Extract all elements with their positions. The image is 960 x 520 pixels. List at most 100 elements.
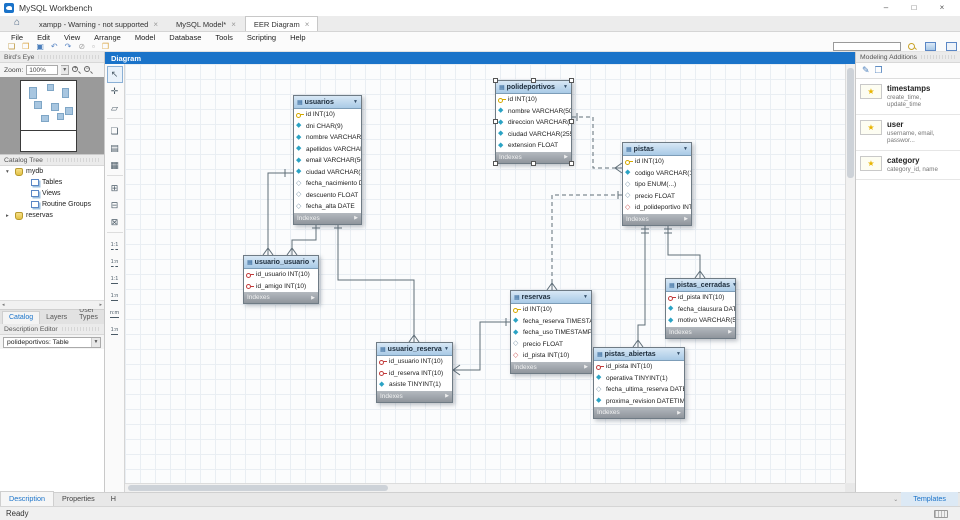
tree-item[interactable]: Views xyxy=(0,188,104,199)
collapse-icon[interactable]: ▼ xyxy=(353,99,358,105)
entity-column[interactable]: direccion VARCHAR(50) xyxy=(496,117,571,129)
toolbar-icon[interactable]: ↶ xyxy=(50,42,58,51)
toolbar-icon[interactable]: ❒ xyxy=(22,42,30,51)
toolbar-icon[interactable]: ❏ xyxy=(8,42,16,51)
tree-horizontal-scrollbar[interactable]: ◂▸ xyxy=(0,300,104,309)
diagram-canvas[interactable]: ▦ usuarios ▼ id INT(10) dni CHAR(9) xyxy=(125,64,845,483)
selection-handle[interactable] xyxy=(569,160,574,166)
collapse-icon[interactable]: ▼ xyxy=(311,259,317,265)
palette-tool[interactable]: n:m xyxy=(107,305,123,322)
entity-column[interactable]: id_pista INT(10) xyxy=(666,292,735,304)
entity-column[interactable]: email VARCHAR(50) xyxy=(294,155,361,167)
palette-tool[interactable]: ❏ xyxy=(107,123,123,140)
entity-column[interactable]: id_pista INT(10) xyxy=(594,361,684,373)
app-tab[interactable]: MySQL Model* × xyxy=(167,16,245,31)
entity-column[interactable]: dni CHAR(9) xyxy=(294,121,361,133)
menu-item[interactable]: Scripting xyxy=(246,32,277,42)
menu-item[interactable]: Model xyxy=(134,32,156,42)
menu-item[interactable]: View xyxy=(64,32,81,42)
palette-tool[interactable]: 1:1 xyxy=(107,237,123,254)
menu-item[interactable]: File xyxy=(11,32,24,42)
entity-column[interactable]: ciudad VARCHAR(255) xyxy=(496,129,571,141)
entity-column[interactable]: proxima_revision DATETIME xyxy=(594,396,684,408)
entity-column[interactable]: fecha_uso TIMESTAMP xyxy=(511,327,591,339)
window-control-button[interactable]: – xyxy=(883,3,889,12)
palette-tool[interactable]: ▱ xyxy=(107,100,123,117)
sidebar-tab[interactable]: User Types xyxy=(79,307,98,321)
expand-icon[interactable]: ▶ xyxy=(564,154,568,160)
zoom-select[interactable]: 100% xyxy=(26,65,59,75)
palette-tool[interactable]: ↖ xyxy=(106,66,123,83)
entity-column[interactable]: id INT(10) xyxy=(294,109,361,121)
entity-indexes-footer[interactable]: Indexes ▶ xyxy=(623,213,691,225)
palette-tool[interactable]: 1:n xyxy=(107,322,123,339)
entity-header[interactable]: ▦ pistas_abiertas ▼ xyxy=(594,348,684,361)
palette-tool[interactable]: ▤ xyxy=(107,140,123,157)
collapse-icon[interactable]: ▼ xyxy=(676,351,681,357)
palette-tool[interactable]: ▦ xyxy=(107,157,123,174)
sidebar-tab[interactable]: Catalog xyxy=(2,311,41,324)
selection-handle[interactable] xyxy=(493,118,498,124)
chevron-down-icon[interactable]: ▼ xyxy=(91,337,100,347)
entity-indexes-footer[interactable]: Indexes ▶ xyxy=(377,390,452,402)
palette-tool[interactable]: ⊞ xyxy=(107,180,123,197)
tree-item[interactable]: Tables xyxy=(0,177,104,188)
entity-column[interactable]: id_usuario INT(10) xyxy=(377,356,452,368)
window-control-button[interactable]: × xyxy=(939,3,945,12)
tree-item[interactable]: ▸ reservas xyxy=(0,210,104,221)
window-control-button[interactable]: □ xyxy=(911,3,917,12)
expand-icon[interactable]: ▶ xyxy=(311,294,315,301)
entity-header[interactable]: ▦ usuarios ▼ xyxy=(294,96,361,109)
modeling-addition-item[interactable]: ★ category category_id, name xyxy=(856,151,960,180)
tree-expand-icon[interactable]: ▾ xyxy=(6,168,9,175)
menu-item[interactable]: Help xyxy=(290,32,306,42)
app-tab[interactable]: EER Diagram × xyxy=(244,16,319,31)
selection-handle[interactable] xyxy=(530,78,536,83)
scroll-right-icon[interactable]: ▸ xyxy=(99,302,102,308)
menu-item[interactable]: Database xyxy=(169,32,202,42)
app-tab[interactable]: xampp - Warning - not supported × xyxy=(30,16,167,31)
description-object-select[interactable]: polideportivos: Table ▼ xyxy=(3,336,101,348)
horizontal-scrollbar[interactable] xyxy=(125,483,845,492)
collapse-icon[interactable]: ▼ xyxy=(563,84,568,90)
entity-column[interactable]: id_polideportivo INT(10) xyxy=(623,202,691,214)
scrollbar-thumb[interactable] xyxy=(847,68,854,178)
entity-header[interactable]: ▦ usuario_usuario ▼ xyxy=(244,256,318,269)
entity-column[interactable]: extension FLOAT xyxy=(496,140,571,152)
birds-eye-minimap[interactable] xyxy=(0,77,104,155)
expand-icon[interactable]: ▶ xyxy=(354,215,358,221)
entity-column[interactable]: id_reserva INT(10) xyxy=(377,368,452,380)
palette-tool[interactable]: ⊟ xyxy=(107,197,123,214)
sidebar-tab[interactable]: Layers xyxy=(46,314,68,321)
scrollbar-thumb[interactable] xyxy=(128,485,388,491)
collapse-icon[interactable]: ▼ xyxy=(444,346,449,352)
toggle-left-panel-icon[interactable] xyxy=(925,42,936,51)
entity-column[interactable]: descuento FLOAT xyxy=(294,190,361,202)
expand-icon[interactable]: ▶ xyxy=(445,393,449,399)
menu-item[interactable]: Arrange xyxy=(94,32,121,42)
templates-tab[interactable]: Templates xyxy=(901,492,958,506)
entity-column[interactable]: id_amigo INT(10) xyxy=(244,281,318,293)
entity-table[interactable]: ▦ reservas ▼ id INT(10) fecha_reserva TI… xyxy=(510,290,592,374)
entity-column[interactable]: id INT(10) xyxy=(623,156,691,168)
toolbar-icon[interactable]: ▣ xyxy=(36,42,44,51)
collapse-icon[interactable]: ▼ xyxy=(732,282,737,288)
palette-tool[interactable]: 1:n xyxy=(107,254,123,271)
close-tab-icon[interactable]: × xyxy=(304,19,310,29)
entity-header[interactable]: ▦ pistas ▼ xyxy=(623,143,691,156)
entity-header[interactable]: ▦ polideportivos ▼ xyxy=(496,81,571,94)
search-icon[interactable] xyxy=(908,42,916,51)
entity-table[interactable]: ▦ pistas_abiertas ▼ id_pista INT(10) ope… xyxy=(593,347,685,419)
bottom-tab[interactable]: Description xyxy=(0,491,54,506)
close-tab-icon[interactable]: × xyxy=(153,19,159,29)
entity-indexes-footer[interactable]: Indexes ▶ xyxy=(294,212,361,224)
entity-column[interactable]: nombre VARCHAR(50) xyxy=(496,106,571,118)
entity-column[interactable]: operativa TINYINT(1) xyxy=(594,373,684,385)
chevron-down-icon[interactable]: ⌄ xyxy=(893,497,899,503)
entity-table[interactable]: ▦ usuario_reserva ▼ id_usuario INT(10) i… xyxy=(376,342,453,403)
entity-indexes-footer[interactable]: Indexes ▶ xyxy=(496,151,571,163)
palette-tool[interactable] xyxy=(106,232,123,236)
palette-tool[interactable]: 1:n xyxy=(107,288,123,305)
palette-tool[interactable] xyxy=(106,118,123,122)
zoom-magnifier-icon[interactable]: − xyxy=(84,65,93,75)
